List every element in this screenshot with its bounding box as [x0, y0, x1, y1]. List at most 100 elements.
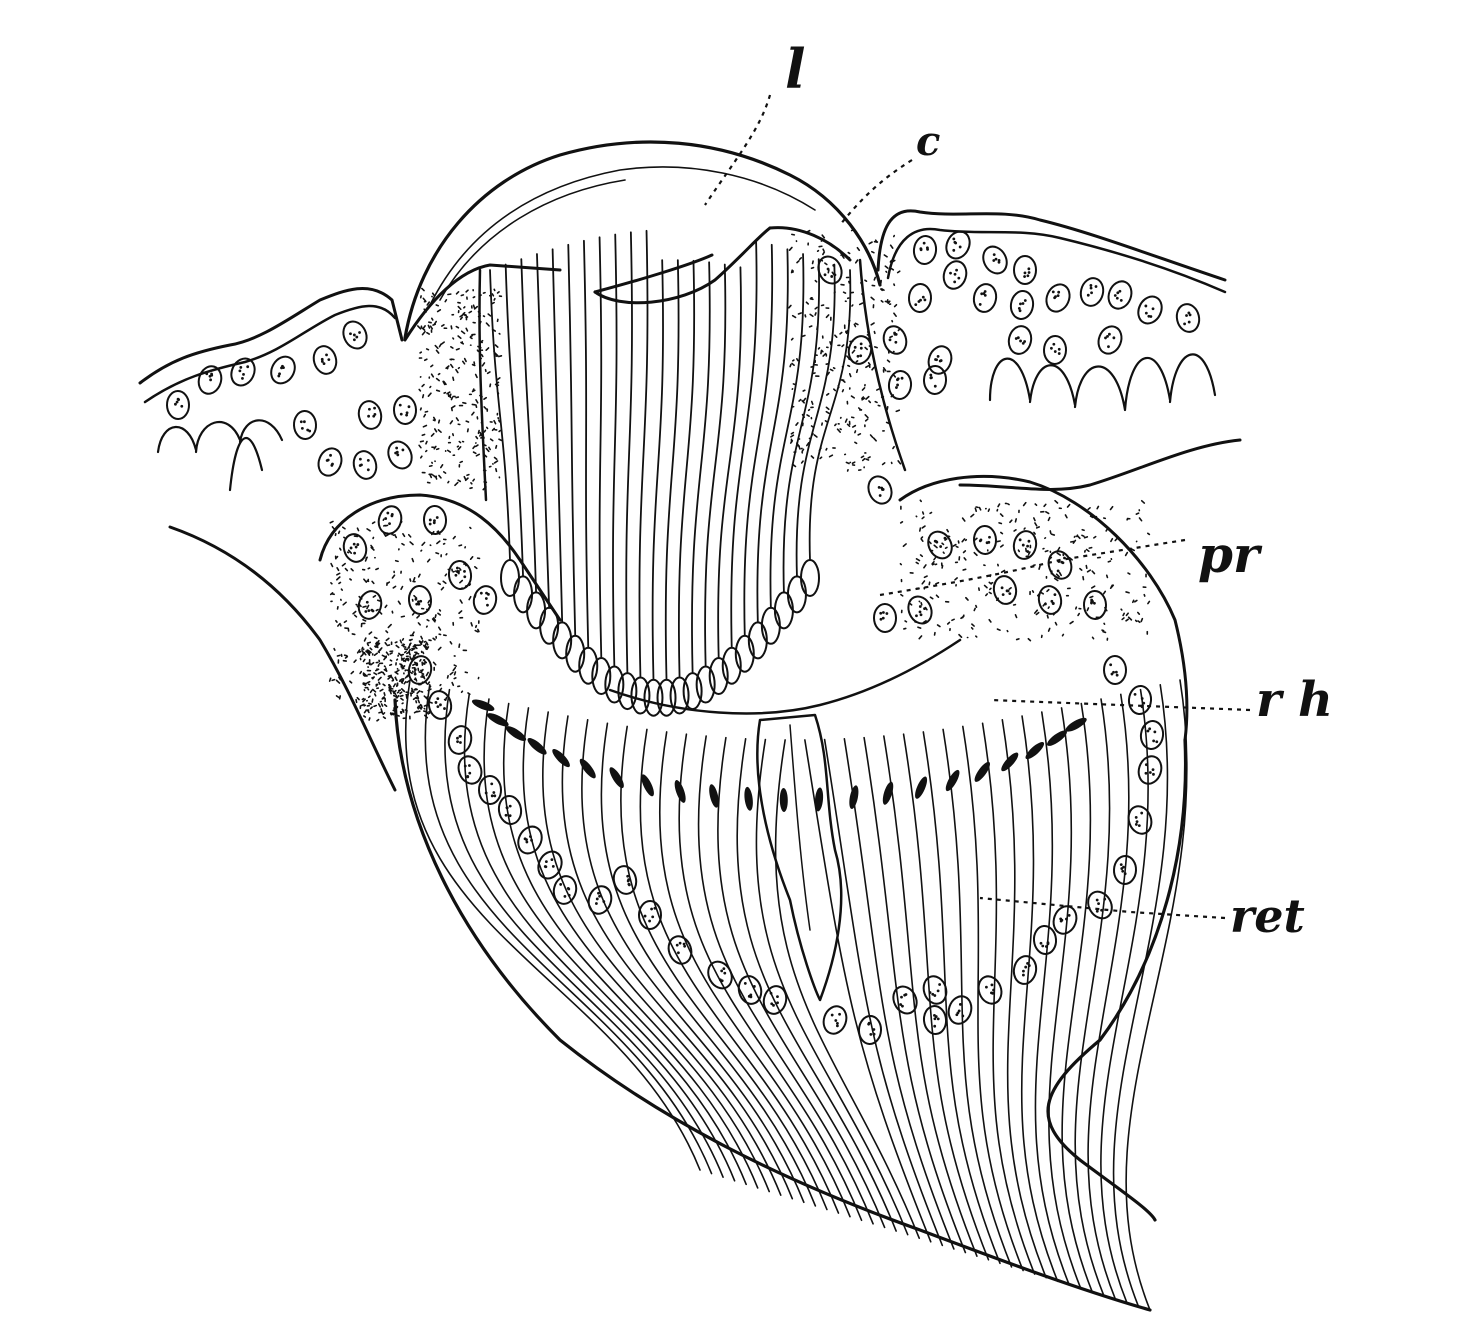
pigment-speck — [847, 251, 851, 255]
pigment-speck — [426, 618, 430, 622]
pigment-speck — [896, 270, 901, 274]
pigment-speck — [1075, 534, 1079, 538]
pigment-speck — [1014, 614, 1018, 619]
pigment-speck — [404, 658, 408, 663]
pigment-speck — [463, 357, 467, 363]
cell-nucleus — [1012, 530, 1038, 560]
nucleus-granule — [395, 450, 399, 454]
pigment-speck — [889, 335, 893, 339]
nucleus-outline — [1102, 655, 1128, 685]
pigment-speck — [391, 532, 394, 536]
cell-nucleus — [387, 440, 413, 470]
pigment-speck — [349, 680, 353, 684]
cell-nucleus — [872, 603, 898, 633]
nucleus-granule — [881, 611, 885, 614]
nucleus-granule — [987, 540, 991, 544]
nucleus-granule — [325, 459, 329, 462]
nucleus-granule — [918, 610, 922, 614]
pigment-speck — [394, 559, 399, 563]
nucleus-granule — [650, 907, 653, 911]
rhabdom-mark — [674, 780, 686, 803]
nucleus-outline — [1107, 280, 1133, 310]
pigment-speck — [1140, 499, 1146, 504]
pigment-speck — [886, 359, 891, 363]
pigment-speck — [366, 643, 370, 647]
pigment-speck — [481, 362, 486, 367]
pigment-speck — [861, 387, 866, 391]
nucleus-granule — [174, 402, 177, 406]
nucleus-granule — [838, 1012, 841, 1016]
pigment-speck — [474, 444, 479, 448]
nucleus-granule — [938, 359, 942, 363]
pigment-speck — [446, 449, 452, 453]
nucleus-granule — [505, 806, 509, 810]
pigment-speck — [845, 256, 851, 259]
pigment-speck — [401, 666, 405, 670]
pigment-speck — [412, 654, 415, 658]
pigment-speck — [1036, 592, 1041, 597]
pigment-speck — [454, 481, 459, 487]
pigment-speck — [460, 294, 465, 297]
nucleus-granule — [422, 662, 426, 665]
pigment-speck — [464, 313, 468, 317]
pigment-speck — [474, 624, 478, 629]
pigment-speck — [1102, 590, 1107, 595]
vitreous-rod — [489, 269, 511, 561]
pigment-speck — [920, 536, 924, 540]
pigment-speck — [400, 615, 406, 618]
nucleus-granule — [456, 740, 459, 744]
nucleus-granule — [1134, 823, 1138, 826]
pigment-speck — [1022, 501, 1027, 507]
nucleus-granule — [904, 993, 908, 996]
pigment-speck — [818, 447, 822, 452]
pigment-speck — [435, 389, 441, 392]
nucleus-granule — [407, 405, 411, 409]
rod-cell-end — [526, 591, 547, 630]
pigment-speck — [432, 617, 437, 622]
pigment-speck — [498, 419, 501, 423]
pigment-speck — [961, 614, 965, 619]
nucleus-granule — [1039, 941, 1043, 945]
nucleus-granule — [390, 513, 394, 516]
pigment-speck — [989, 587, 992, 591]
nucleus-outline — [737, 975, 763, 1005]
pigment-speck — [822, 352, 827, 357]
pigment-speck — [422, 651, 425, 655]
nucleus-outline — [1127, 805, 1153, 835]
pigment-speck — [460, 690, 464, 694]
nucleus-granule — [428, 518, 432, 522]
retina-fiber — [581, 718, 805, 1204]
pigment-speck — [376, 599, 381, 602]
pigment-speck — [806, 414, 810, 417]
nucleus-granule — [953, 240, 957, 244]
nucleus-outline — [912, 235, 938, 265]
left-epidermis — [138, 286, 404, 792]
pigment-speck — [373, 693, 377, 697]
pigment-speck — [1034, 503, 1038, 507]
label-leaders — [704, 94, 1251, 920]
nucleus-granule — [1134, 815, 1138, 819]
pigment-speck — [375, 642, 378, 646]
nucleus-granule — [1112, 336, 1116, 340]
pigment-speck — [946, 621, 951, 625]
cell-nucleus — [945, 230, 971, 260]
pigment-speck — [886, 406, 889, 411]
nucleus-granule — [895, 386, 898, 389]
nucleus-granule — [1183, 322, 1186, 326]
pigment-speck — [931, 563, 935, 566]
pigment-speck — [1055, 573, 1060, 578]
pigment-speck — [383, 532, 387, 537]
pigment-speck — [471, 363, 476, 367]
pigment-speck — [447, 480, 450, 484]
cell-nucleus — [1042, 335, 1068, 365]
pigment-speck — [958, 633, 963, 638]
nucleus-granule — [398, 403, 402, 407]
nucleus-outline — [352, 450, 378, 480]
pigment-speck — [341, 526, 346, 530]
nucleus-granule — [320, 357, 324, 361]
cell-nucleus — [992, 575, 1018, 605]
cell-nucleus — [1012, 955, 1038, 985]
cell-nucleus — [762, 985, 788, 1015]
pigment-speck — [459, 316, 463, 321]
nucleus-granule — [367, 414, 370, 418]
